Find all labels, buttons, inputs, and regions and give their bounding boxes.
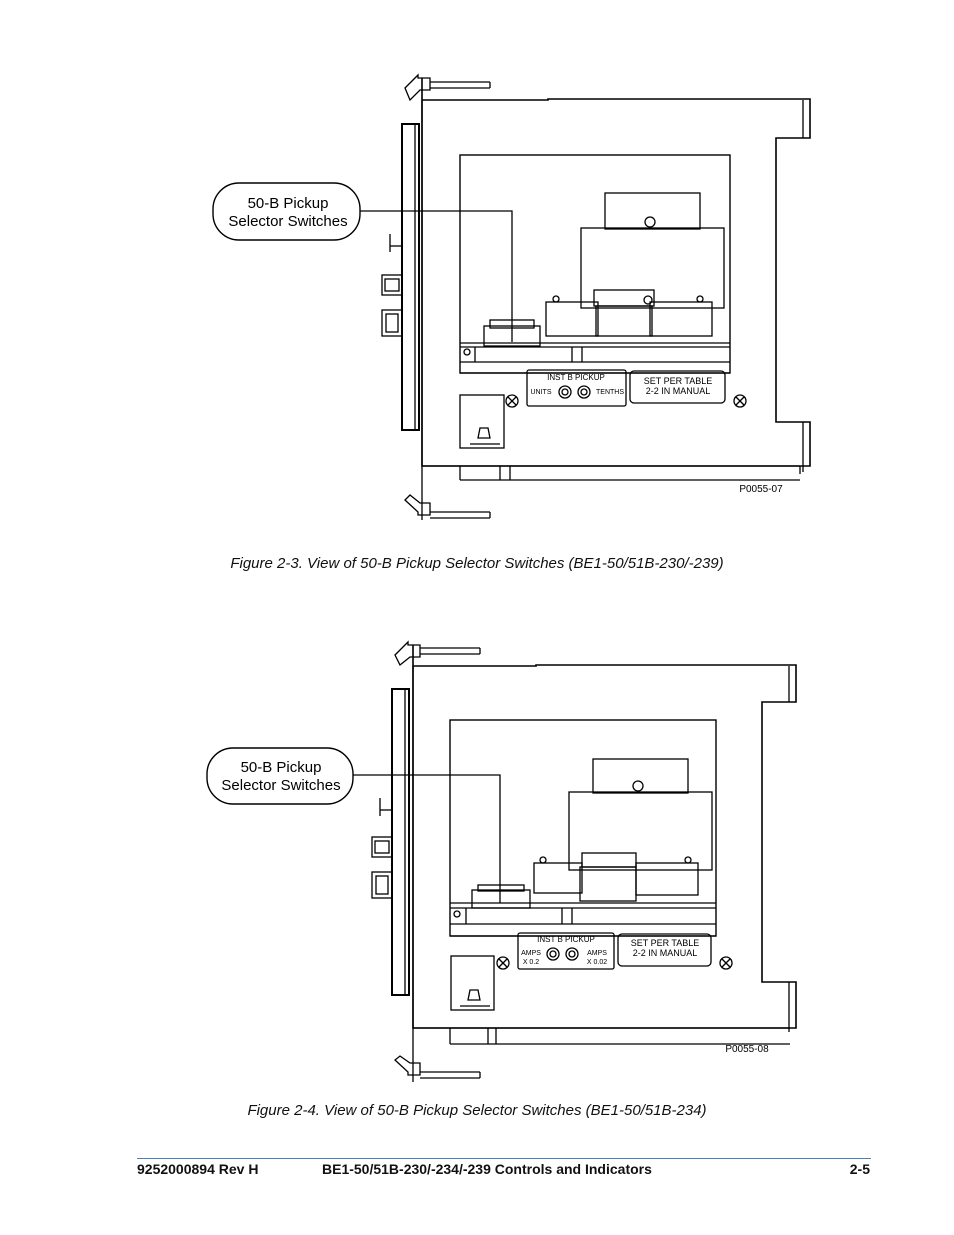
label-amps-left: AMPS [521, 950, 541, 957]
footer-page-number: 2-5 [849, 1161, 870, 1177]
figure-caption-2-4: Figure 2-4. View of 50-B Pickup Selector… [247, 1102, 707, 1119]
label-in-manual-1: 2-2 IN MANUAL [646, 386, 711, 396]
footer-title: BE1-50/51B-230/-234/-239 Controls and In… [322, 1161, 652, 1177]
callout-line1-2: 50-B Pickup [241, 759, 322, 776]
footer-doc-number: 9252000894 Rev H [137, 1161, 259, 1177]
figure-2-3: 50-B Pickup Selector Switches INST B PIC… [0, 0, 954, 540]
label-in-manual-2: 2-2 IN MANUAL [633, 948, 698, 958]
label-x002: X 0.02 [587, 959, 607, 966]
callout-line1-1: 50-B Pickup [248, 195, 329, 212]
label-set-per-table-2: SET PER TABLE [631, 938, 700, 948]
label-inst-b-pickup-2: INST B PICKUP [537, 935, 595, 944]
label-inst-b-pickup-1: INST B PICKUP [547, 373, 605, 382]
callout-line2-2: Selector Switches [221, 777, 340, 794]
callout-line2-1: Selector Switches [228, 213, 347, 230]
footer-rule [137, 1158, 871, 1159]
label-units: UNITS [531, 389, 552, 396]
drawing-id-2: P0055-08 [725, 1044, 769, 1055]
label-tenths: TENTHS [596, 389, 624, 396]
relay-side-view-drawing-2: 50-B Pickup Selector Switches INST B PIC… [206, 640, 797, 1082]
figure-caption-2-3: Figure 2-3. View of 50-B Pickup Selector… [230, 555, 724, 572]
relay-side-view-drawing-1: 50-B Pickup Selector Switches INST B PIC… [212, 73, 811, 520]
label-set-per-table-1: SET PER TABLE [644, 376, 713, 386]
figure-2-4: 50-B Pickup Selector Switches INST B PIC… [0, 620, 954, 1100]
drawing-id-1: P0055-07 [739, 484, 783, 495]
label-x02: X 0.2 [523, 959, 539, 966]
label-amps-right: AMPS [587, 950, 607, 957]
